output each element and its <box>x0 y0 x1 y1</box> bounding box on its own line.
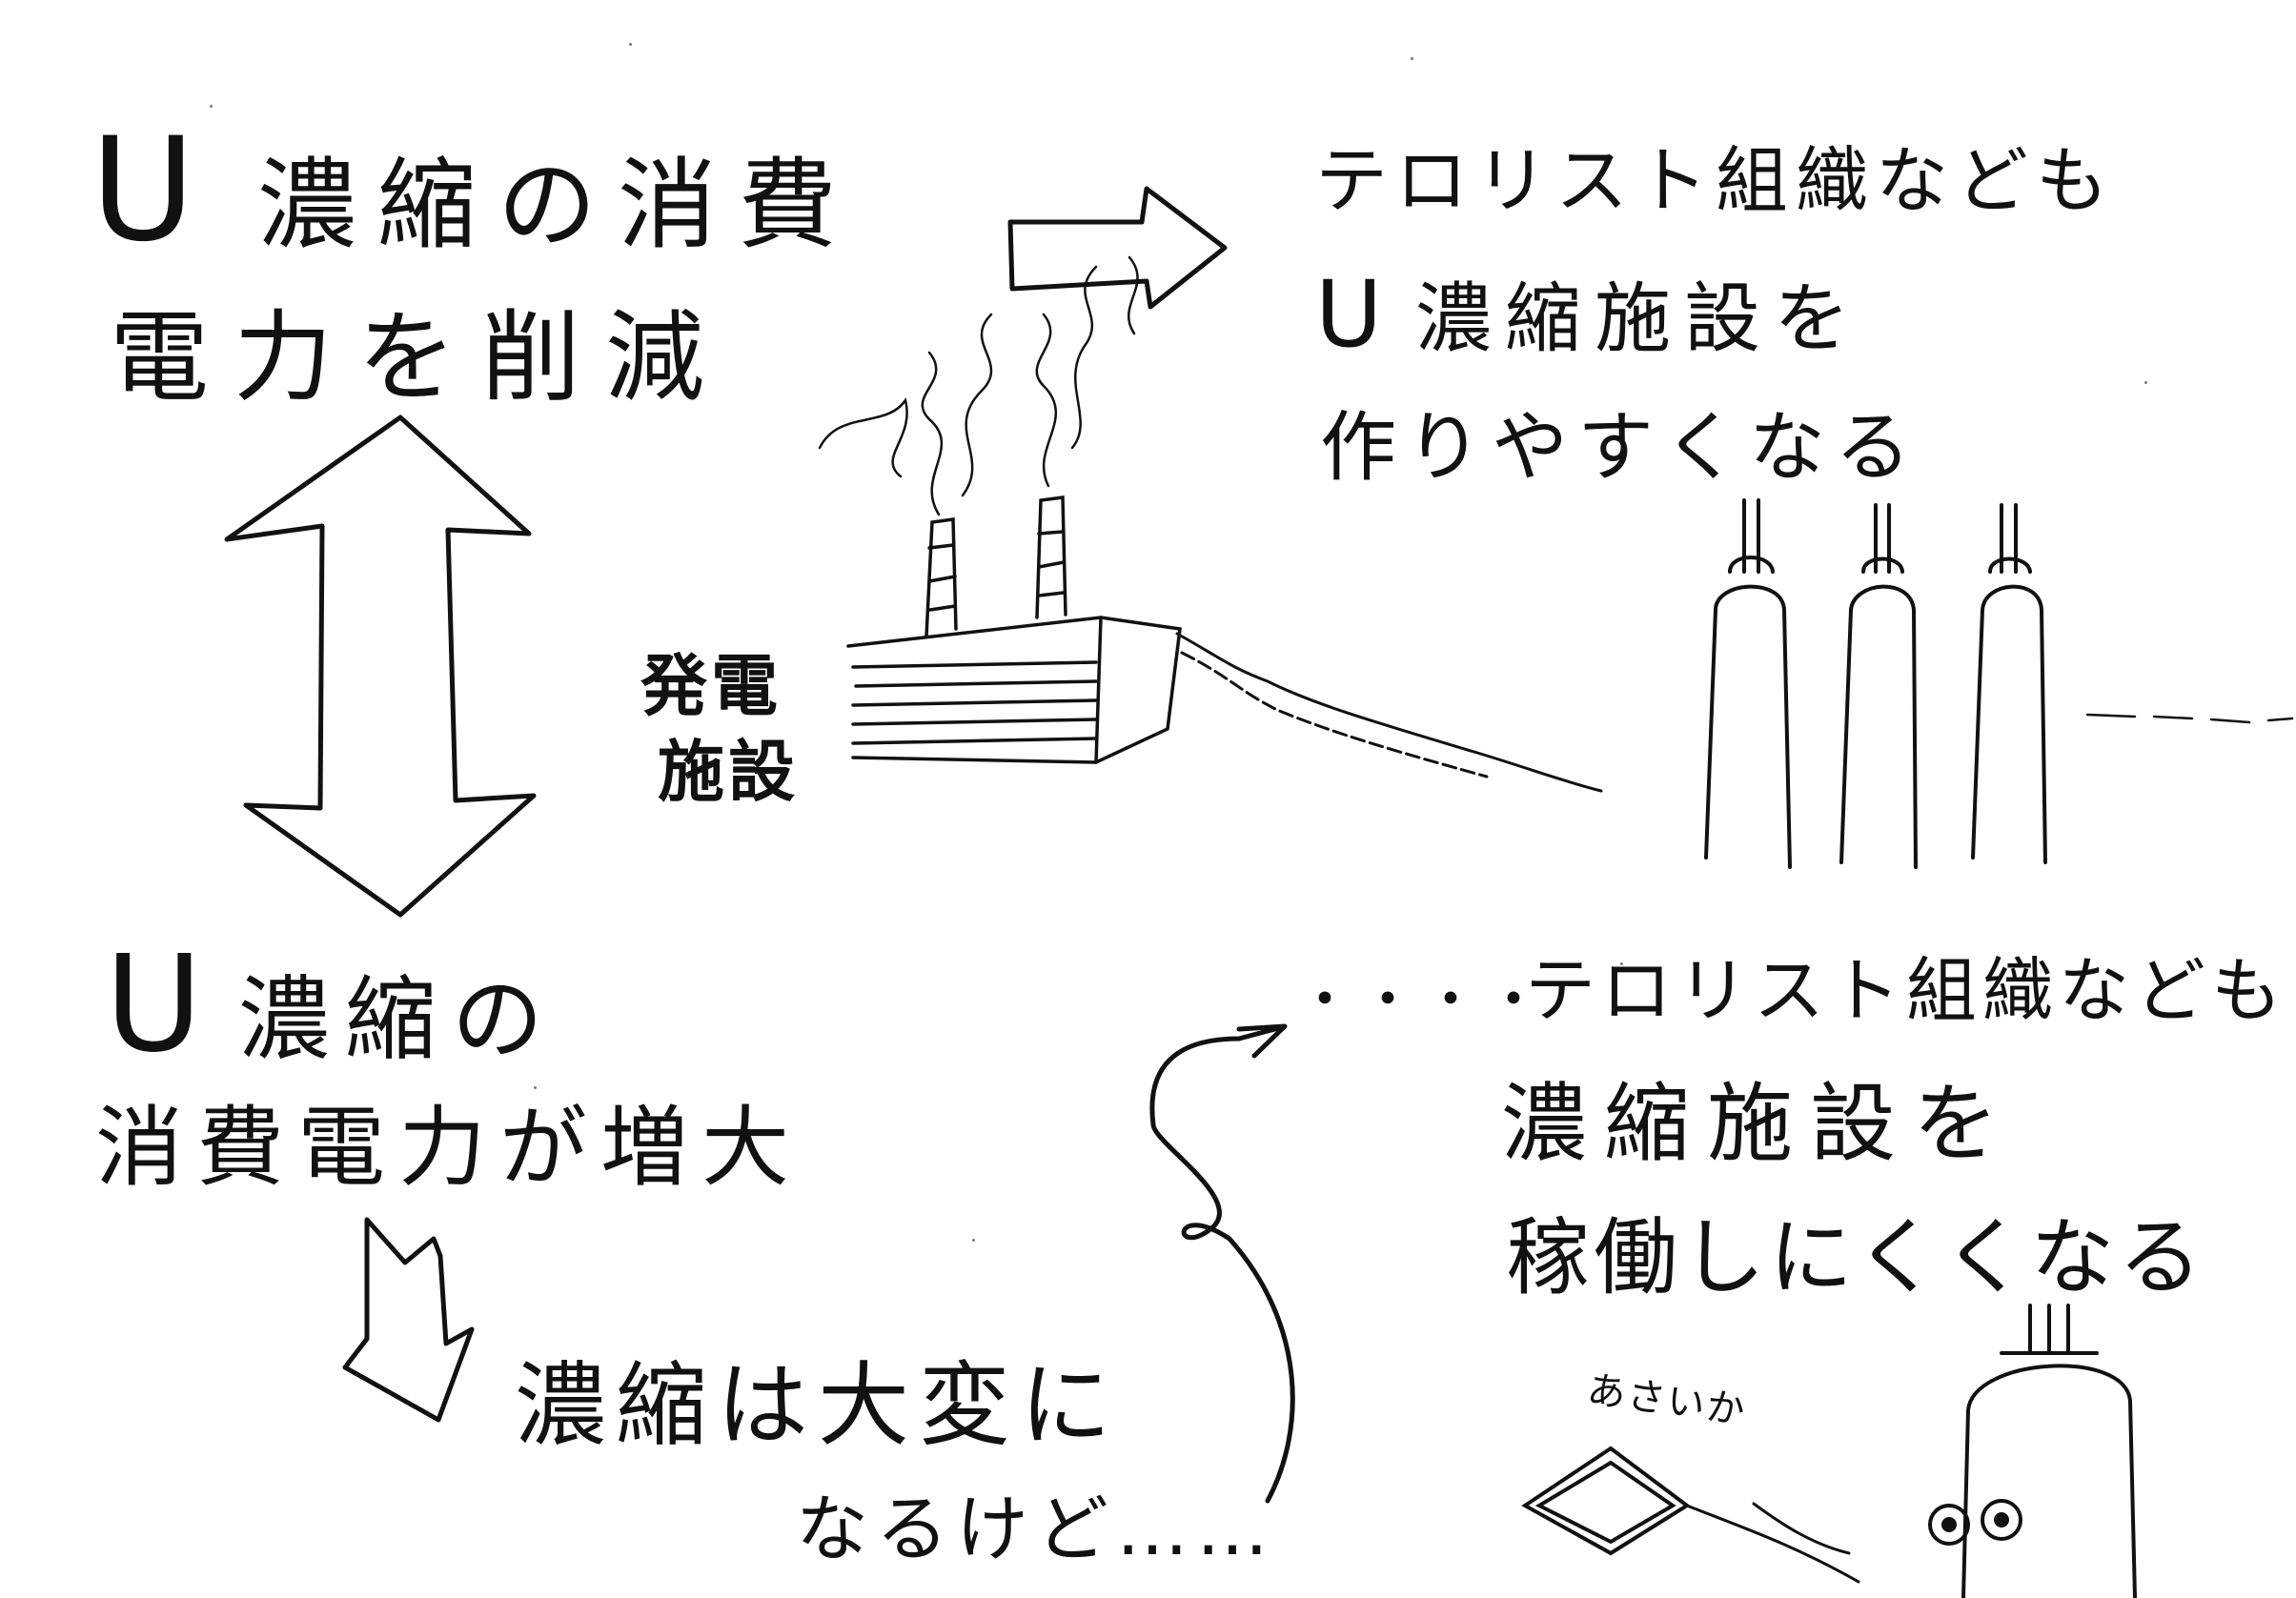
bottom-right-line2: 濃縮施設を <box>1501 1074 2016 1174</box>
top-right-u-letter: U <box>1315 261 1383 368</box>
paper-speck <box>972 1239 975 1242</box>
bottom-left-line1: 濃縮の <box>238 966 559 1073</box>
top-left-line1: 濃縮の消費 <box>257 147 859 263</box>
power-plant-icon <box>818 255 1603 793</box>
top-left-line2: 電力を削減 <box>110 299 730 415</box>
double-arrow-icon <box>224 415 537 918</box>
curly-arrow-icon <box>1149 1024 1295 1504</box>
bottom-right-line3: 稼働しにくくなる <box>1506 1208 2206 1306</box>
bottom-left-u-letter: U <box>105 927 203 1082</box>
top-right-line2: 濃縮施設を <box>1415 274 1863 363</box>
paper-speck <box>210 105 213 108</box>
top-right-line1: テロリスト組織なども <box>1315 138 2116 223</box>
bottom-middle-line1: 濃縮は大変に <box>515 1352 1121 1459</box>
top-left-u-letter: U <box>91 108 195 273</box>
bottom-right-dots: ・・・・ <box>1296 967 1548 1034</box>
centrifuge-columns-icon <box>1704 498 2294 869</box>
centrifuge-character-icon <box>1521 1304 2137 1598</box>
power-plant-label-line1: 発電 <box>640 647 782 725</box>
bottom-right-line1: テロリスト組織なども <box>1525 950 2287 1032</box>
paper-speck <box>534 1086 537 1089</box>
power-plant-label-line2: 施設 <box>658 733 799 811</box>
paper-speck <box>1411 57 1413 60</box>
right-arrow-icon <box>1007 186 1228 310</box>
paper-speck <box>2144 381 2147 384</box>
paper-speck <box>629 43 632 46</box>
down-arrow-icon <box>342 1217 475 1423</box>
bottom-left-line2: 消費電力が増大 <box>95 1097 803 1199</box>
paper-speck <box>1620 962 1623 965</box>
top-right-line3: 作りやすくなる <box>1320 403 1920 492</box>
bottom-middle-line2: なるけど…… <box>796 1487 1276 1571</box>
